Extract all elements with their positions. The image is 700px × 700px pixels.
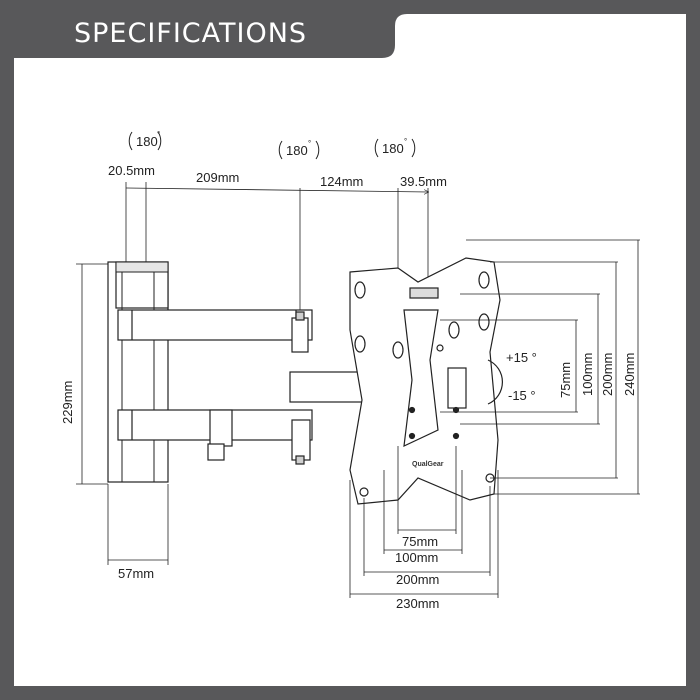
tv-mount-plate: [349, 257, 504, 505]
dim-wall-height: 229mm: [60, 381, 75, 424]
dim-vesa-200-h: 200mm: [600, 353, 615, 396]
dim-arm-offset: 20.5mm: [108, 163, 155, 178]
page-title: SPECIFICATIONS: [74, 18, 308, 49]
lower-arm: [117, 409, 313, 465]
rotation-badge-3: 180 °: [374, 137, 416, 158]
rotation-badge-1: 180 °: [128, 130, 162, 151]
dim-plate-width: 230mm: [396, 596, 439, 611]
degree-mark-3: °: [404, 137, 407, 146]
rotation-label-2: 180: [286, 143, 308, 158]
brand-logo: QualGear: [412, 461, 444, 468]
dim-arm-2: 124mm: [320, 174, 363, 189]
bottom-dimension-brackets: [349, 446, 499, 598]
dim-vesa-100-w: 100mm: [395, 550, 438, 565]
rotation-label-1: 180: [136, 134, 158, 149]
dim-wall-width: 57mm: [118, 566, 154, 581]
dim-vesa-200-w: 200mm: [396, 572, 439, 587]
tilt-up-label: +15 °: [506, 350, 537, 365]
wall-plate: [107, 261, 169, 483]
upper-arm: [117, 309, 313, 353]
dim-plate-offset: 39.5mm: [400, 174, 447, 189]
dim-vesa-100-h: 100mm: [580, 353, 595, 396]
tilt-down-label: -15 °: [508, 388, 536, 403]
dim-arm-1: 209mm: [196, 170, 239, 185]
rotation-label-3: 180: [382, 141, 404, 156]
wall-plate-dims: [76, 263, 169, 565]
degree-mark-2: °: [308, 139, 311, 148]
rotation-badge-2: 180 °: [278, 139, 320, 160]
dim-vesa-75-h: 75mm: [558, 362, 573, 398]
right-dimension-brackets: [440, 239, 640, 495]
top-dimension-chain: [125, 182, 428, 318]
degree-mark-1: °: [157, 130, 160, 139]
dim-plate-height: 240mm: [622, 353, 637, 396]
dim-vesa-75-w: 75mm: [402, 534, 438, 549]
